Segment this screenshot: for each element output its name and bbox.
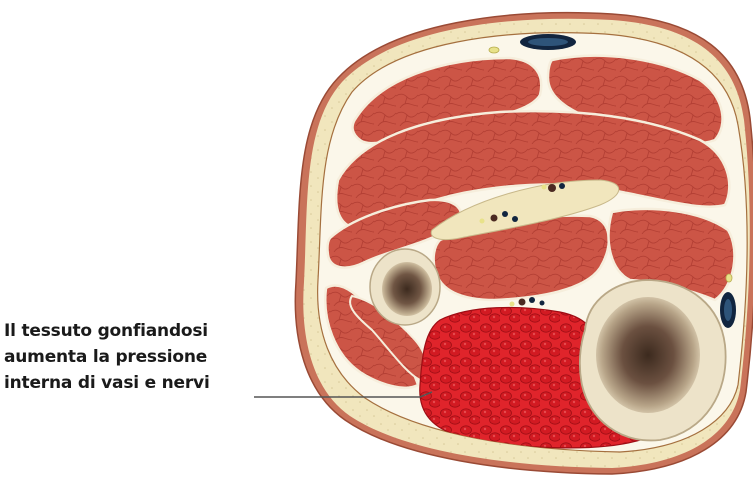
fibula-bone: [370, 249, 440, 325]
callout-label: Il tessuto gonfiandosi aumenta la pressi…: [4, 318, 266, 396]
callout-line-3: interna di vasi e nervi: [4, 370, 266, 396]
callout-line-2: aumenta la pressione: [4, 344, 266, 370]
callout-line-1: Il tessuto gonfiandosi: [4, 318, 266, 344]
tibia-bone: [580, 280, 726, 440]
